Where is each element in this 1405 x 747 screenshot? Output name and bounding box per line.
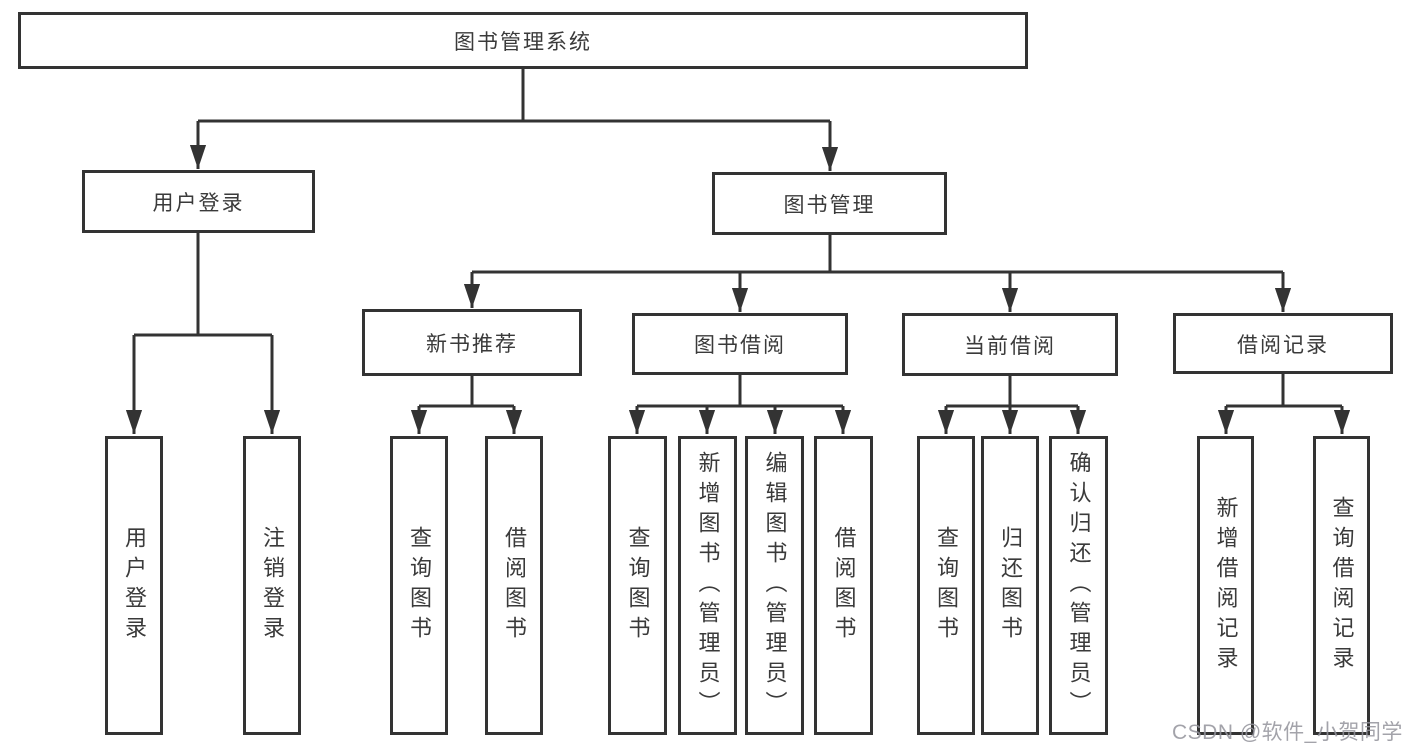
leaf-recommend-query-books: 查询图书 [390, 436, 448, 735]
node-library-system: 图书管理系统 [18, 12, 1028, 69]
leaf-borrowing-borrow-books: 借阅图书 [814, 436, 873, 735]
leaf-logout: 注销登录 [243, 436, 301, 735]
leaf-current-query-books: 查询图书 [917, 436, 975, 735]
leaf-borrowing-query-books: 查询图书 [608, 436, 667, 735]
leaf-add-book-admin: 新增图书（管理员） [678, 436, 737, 735]
node-book-borrowing: 图书借阅 [632, 313, 848, 375]
leaf-return-books: 归还图书 [981, 436, 1039, 735]
node-new-book-recommend: 新书推荐 [362, 309, 582, 376]
leaf-add-borrow-record: 新增借阅记录 [1197, 436, 1254, 735]
leaf-user-login: 用户登录 [105, 436, 163, 735]
node-user-login: 用户登录 [82, 170, 315, 233]
csdn-watermark: CSDN @软件_小贺同学 [1172, 721, 1403, 744]
leaf-confirm-return-admin: 确认归还（管理员） [1049, 436, 1108, 735]
leaf-recommend-borrow-books: 借阅图书 [485, 436, 543, 735]
node-borrowing-records: 借阅记录 [1173, 313, 1393, 374]
leaf-query-borrow-record: 查询借阅记录 [1313, 436, 1370, 735]
node-current-borrowing: 当前借阅 [902, 313, 1118, 376]
leaf-edit-book-admin: 编辑图书（管理员） [745, 436, 804, 735]
node-book-management: 图书管理 [712, 172, 947, 235]
